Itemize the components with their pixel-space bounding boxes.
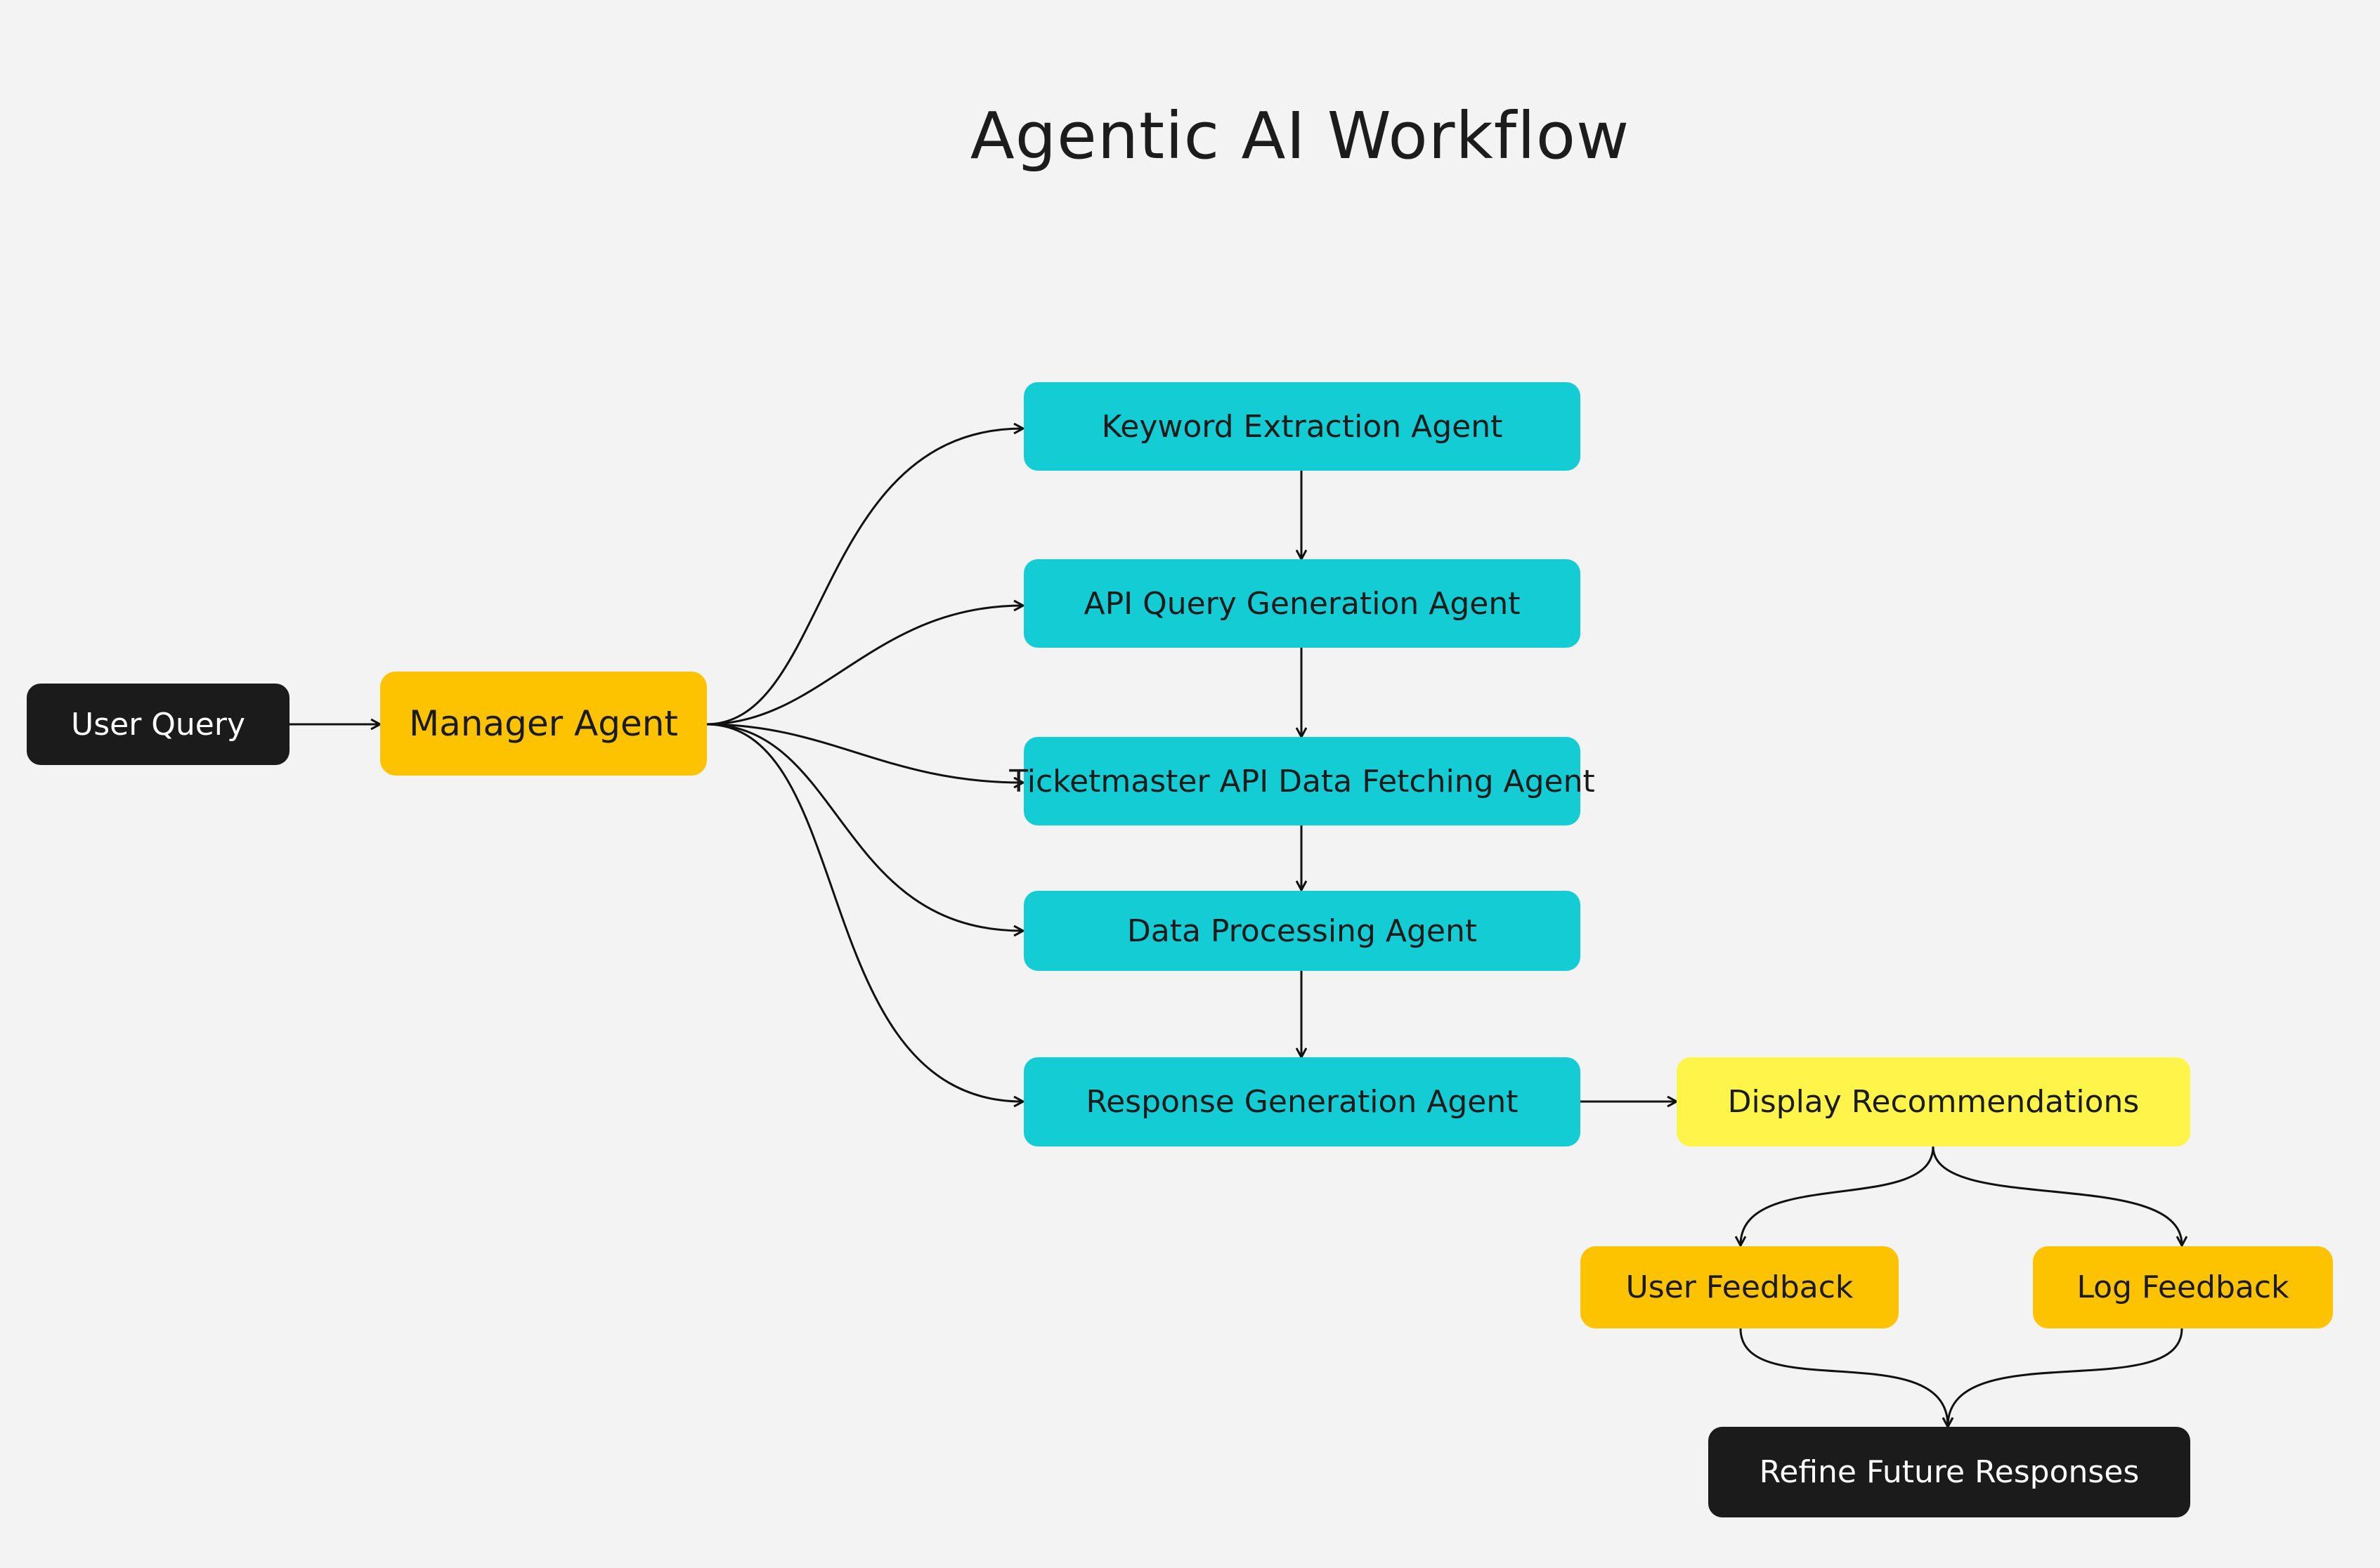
node-response-generation-agent[interactable]: Response Generation Agent (1024, 1057, 1580, 1146)
node-user-feedback[interactable]: User Feedback (1580, 1246, 1899, 1328)
node-user-query-label: User Query (71, 706, 245, 743)
node-manager-agent-label: Manager Agent (408, 703, 679, 744)
edge-display-to-log-feedback (1932, 1146, 2182, 1245)
node-api-query-generation-agent-label: API Query Generation Agent (1084, 585, 1521, 622)
node-data-processing-agent-label: Data Processing Agent (1126, 913, 1478, 949)
node-display-recommendations-label: Display Recommendations (1727, 1084, 2140, 1120)
edge-manager-to-keyword-extraction (705, 429, 1022, 726)
edge-display-to-user-feedback (1741, 1146, 1934, 1245)
node-log-feedback-label: Log Feedback (2076, 1269, 2289, 1305)
node-refine-future-responses-label: Refine Future Responses (1759, 1454, 2140, 1490)
node-keyword-extraction-agent[interactable]: Keyword Extraction Agent (1024, 382, 1580, 471)
node-ticketmaster-api-data-fetching-agent[interactable]: Ticketmaster API Data Fetching Agent (1009, 737, 1595, 825)
edge-manager-to-api-query-generation (705, 606, 1022, 726)
node-api-query-generation-agent[interactable]: API Query Generation Agent (1024, 559, 1580, 648)
node-data-processing-agent[interactable]: Data Processing Agent (1024, 891, 1580, 971)
edge-manager-to-ticketmaster-fetching (705, 723, 1022, 783)
edge-manager-to-response-generation (705, 723, 1022, 1102)
node-log-feedback[interactable]: Log Feedback (2033, 1246, 2333, 1328)
node-ticketmaster-api-data-fetching-agent-label: Ticketmaster API Data Fetching Agent (1009, 763, 1595, 799)
edge-manager-to-data-processing (705, 723, 1022, 931)
node-response-generation-agent-label: Response Generation Agent (1086, 1084, 1519, 1120)
node-display-recommendations[interactable]: Display Recommendations (1677, 1057, 2190, 1146)
node-refine-future-responses[interactable]: Refine Future Responses (1708, 1427, 2190, 1517)
node-keyword-extraction-agent-label: Keyword Extraction Agent (1101, 408, 1503, 445)
edge-log-feedback-to-refine (1948, 1328, 2183, 1426)
node-manager-agent[interactable]: Manager Agent (380, 672, 707, 776)
diagram-title: Agentic AI Workflow (970, 98, 1630, 174)
node-user-feedback-label: User Feedback (1625, 1269, 1854, 1305)
node-user-query[interactable]: User Query (27, 684, 290, 765)
edge-user-feedback-to-refine (1739, 1328, 1948, 1426)
